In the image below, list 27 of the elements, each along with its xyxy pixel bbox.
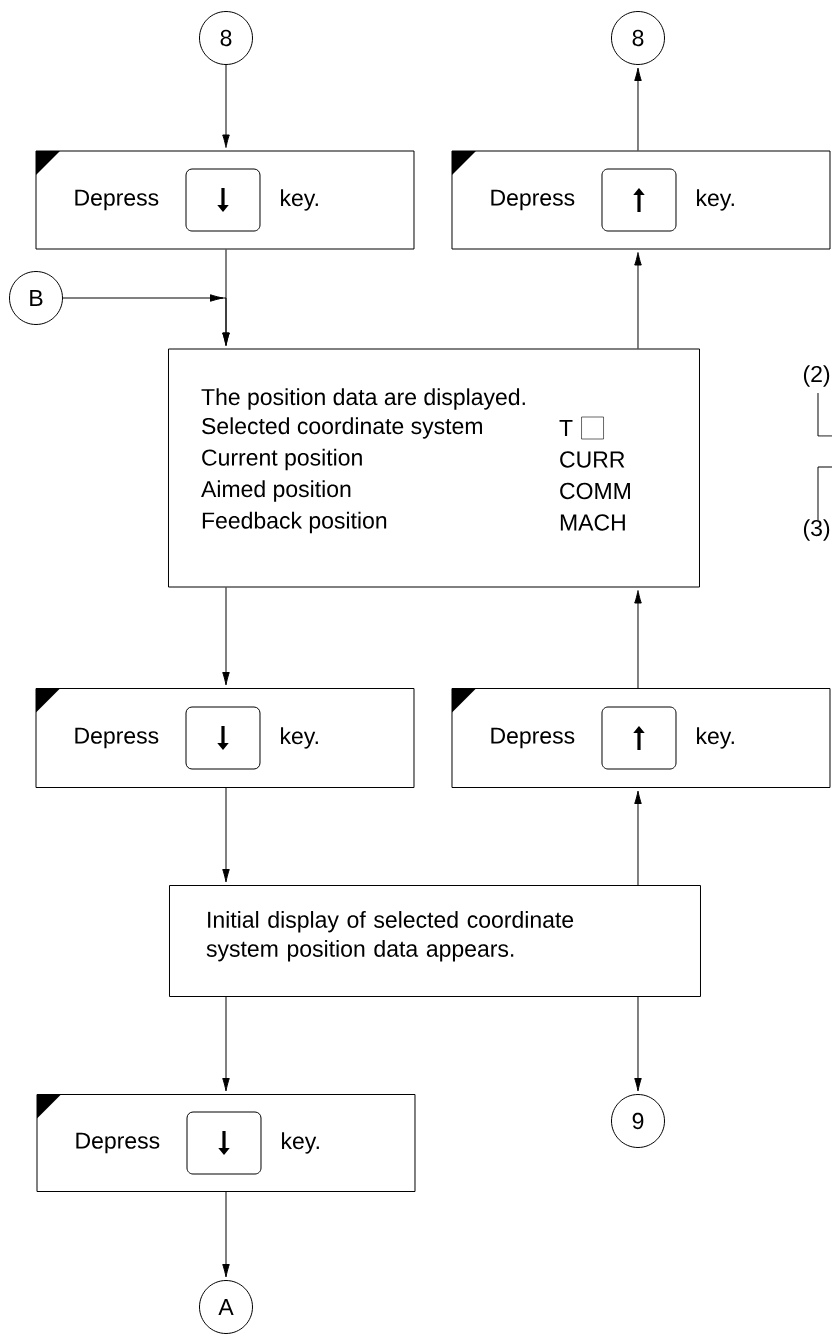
arrow xyxy=(634,996,642,1092)
table-text: CURR xyxy=(560,451,625,468)
table-text: COMM xyxy=(560,482,630,500)
process-box: Depress key. xyxy=(451,150,831,250)
table-text: T xyxy=(559,420,573,436)
table-text: Feedback position xyxy=(202,511,387,534)
table-text: Current position xyxy=(202,448,362,471)
display-box: Initial display of selected coordinate system position data appears. xyxy=(169,885,701,997)
process-box: Depress key. xyxy=(35,688,415,788)
reference-label: (2) xyxy=(803,365,830,387)
arrow xyxy=(634,590,642,689)
process-box: Depress key. xyxy=(35,150,415,250)
table-text: Aimed position xyxy=(201,480,351,502)
arrow xyxy=(222,787,230,883)
arrow xyxy=(634,252,642,349)
arrow xyxy=(222,1191,230,1278)
arrow xyxy=(222,996,230,1092)
table-text: Selected coordinate system xyxy=(202,417,482,439)
arrow xyxy=(62,294,230,346)
arrow xyxy=(634,790,642,886)
arrow xyxy=(634,67,642,151)
table-text: MACH xyxy=(560,514,625,531)
arrow xyxy=(222,587,230,686)
arrow xyxy=(222,64,230,148)
reference-label: (3) xyxy=(803,519,830,541)
process-box: Depress key. xyxy=(36,1094,416,1192)
process-box: Depress key. xyxy=(451,688,831,788)
